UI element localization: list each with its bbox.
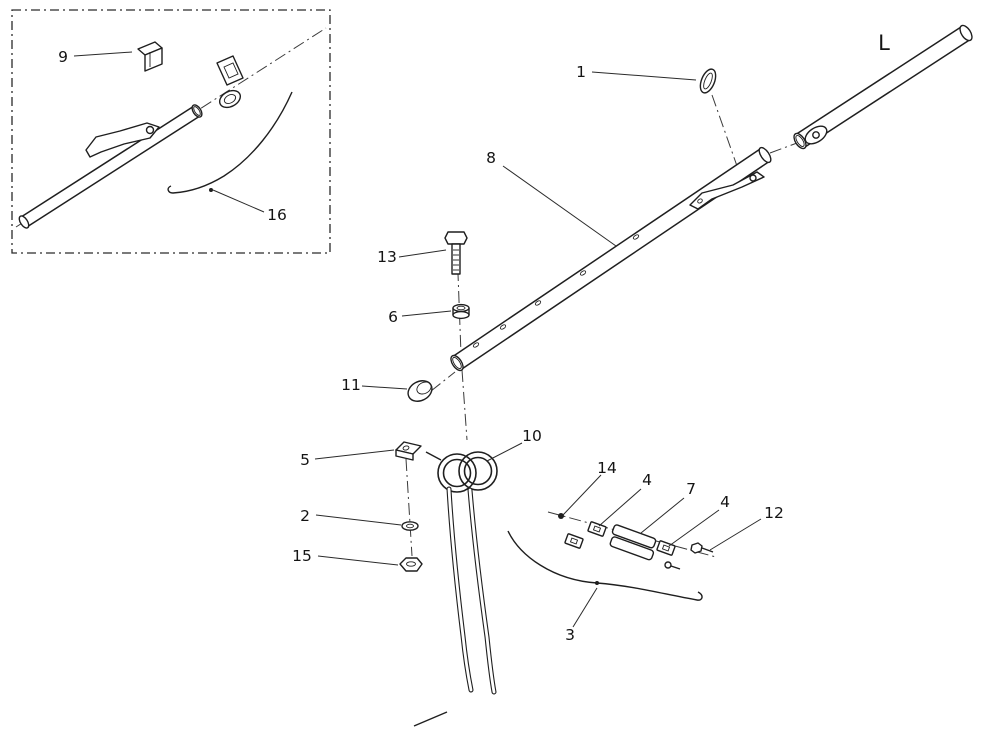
part-label-5: 5 (300, 451, 310, 469)
part-2-washer: 2 (300, 507, 419, 531)
leader-line-8 (502, 165, 617, 247)
part-label-3: 3 (565, 626, 575, 644)
part-label-4a: 4 (642, 471, 652, 489)
part-14-point (558, 513, 564, 519)
part-label-9: 9 (58, 48, 68, 66)
leader-line-2 (315, 514, 402, 526)
centerlines (15, 27, 798, 558)
inset-detail-view: 9 16 (11, 9, 331, 254)
leader-line-7 (640, 497, 685, 534)
hinge-knuckle (804, 125, 828, 145)
inset-box-border (11, 9, 331, 254)
leader-line-5 (314, 449, 395, 460)
part-label-1: 1 (576, 63, 586, 81)
part-8-tube: 8 (450, 146, 772, 372)
side-indicator-label: L (878, 31, 890, 55)
leader-line-14 (562, 474, 602, 516)
part-6-nut: 6 (388, 303, 470, 326)
tube-upper-right: L (793, 24, 973, 150)
leader-line-10 (486, 442, 523, 462)
tube-inset (18, 104, 203, 229)
leader-line-9 (73, 51, 133, 57)
part-4-plate-right (656, 540, 676, 556)
part-keeper (216, 55, 244, 109)
leader-line-3 (572, 587, 598, 628)
part-small-screw (664, 561, 681, 570)
hardware-group: 14 4 7 4 12 (558, 459, 784, 570)
part-label-14: 14 (597, 459, 617, 477)
part-7-clamp (609, 524, 657, 561)
part-label-2: 2 (300, 507, 310, 525)
part-lever-latch (85, 122, 160, 158)
leader-line-4b (668, 509, 720, 547)
part-label-7: 7 (686, 480, 696, 498)
part-9-clip (137, 41, 163, 72)
part-10-tine-spring: 10 (425, 427, 542, 695)
leader-line-15 (317, 555, 399, 566)
part-12-bolt (690, 542, 714, 554)
part-1-clip: 1 (576, 63, 717, 94)
leader-line-12 (709, 518, 762, 551)
leader-line-11 (361, 385, 408, 390)
leader-line-6 (401, 310, 452, 317)
leader-line-4a (598, 488, 642, 527)
part-11-plug: 11 (341, 376, 433, 402)
part-label-11: 11 (341, 376, 361, 394)
part-16-wire (167, 91, 293, 194)
part-label-10: 10 (522, 427, 542, 445)
part-label-8: 8 (486, 149, 496, 167)
part-4-plate-left (587, 521, 607, 537)
wire-attachment-dot (209, 188, 213, 192)
part-label-15: 15 (292, 547, 312, 565)
part-plate-small (564, 533, 584, 549)
part-3-wire: 3 (507, 530, 703, 644)
part-15-nut: 15 (292, 547, 423, 572)
part-label-13: 13 (377, 248, 397, 266)
part-label-4b: 4 (720, 493, 730, 511)
part-label-12: 12 (764, 504, 784, 522)
part-label-6: 6 (388, 308, 398, 326)
leader-line-16 (212, 189, 265, 213)
wire-kink-dot (595, 581, 599, 585)
leader-line-13 (398, 249, 447, 258)
part-5-clamp: 5 (300, 441, 422, 469)
part-13-bolt: 13 (377, 231, 468, 275)
tube-holes (472, 234, 640, 348)
tube-latch-detail (689, 171, 765, 210)
part-label-16: 16 (267, 206, 287, 224)
break-mark (413, 711, 448, 727)
leader-line-1 (591, 71, 697, 81)
